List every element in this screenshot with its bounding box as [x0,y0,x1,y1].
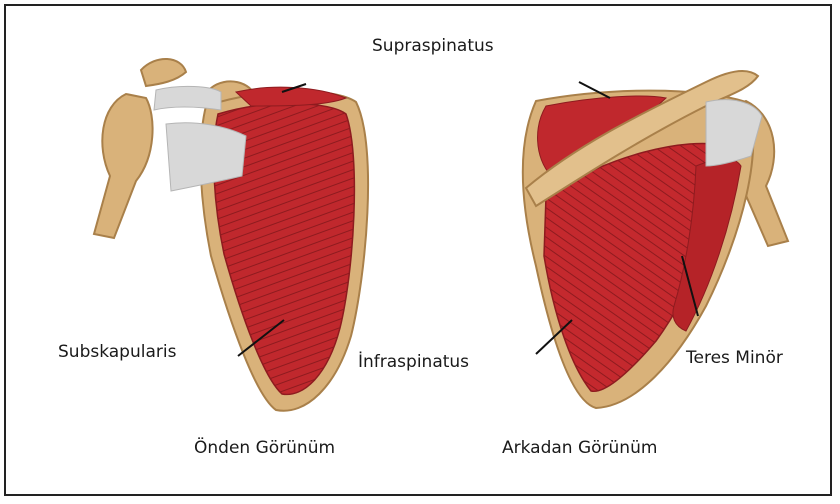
figure-frame: Supraspinatus Subskapularis İnfraspinatu… [4,4,832,496]
subskapularis-label: Subskapularis [58,342,176,362]
back-view-caption: Arkadan Görünüm [502,438,657,458]
shoulder-anatomy-illustration [6,6,834,498]
infraspinatus-label: İnfraspinatus [358,352,469,372]
front-view-caption: Önden Görünüm [194,438,335,458]
supraspinatus-label: Supraspinatus [372,36,494,56]
teres-minor-label: Teres Minör [686,348,783,368]
